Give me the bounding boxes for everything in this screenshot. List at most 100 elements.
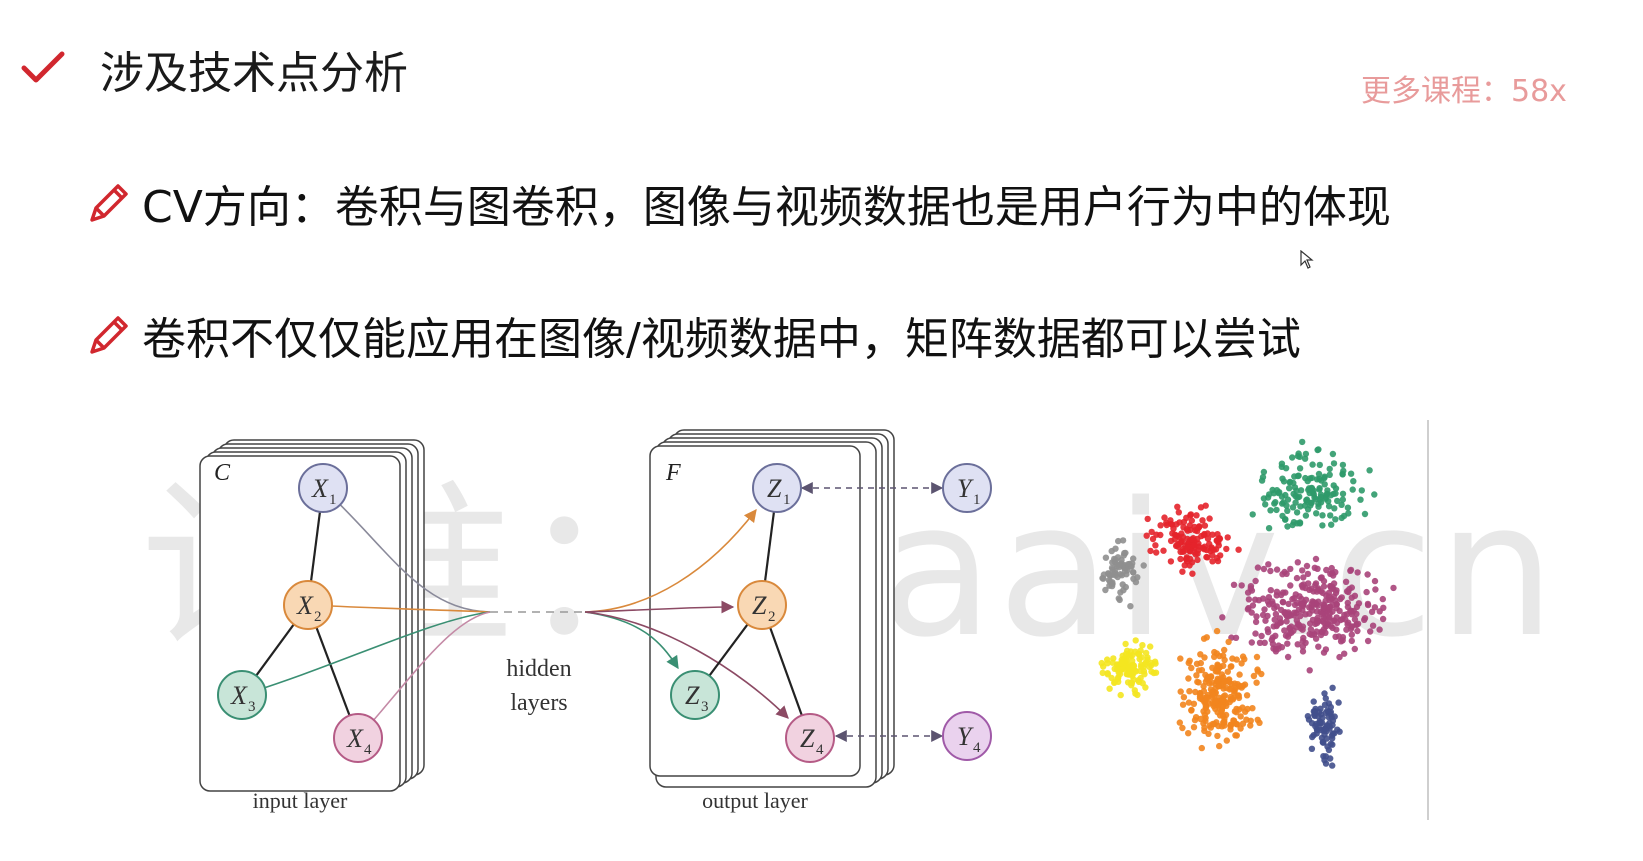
cluster-point: [1342, 578, 1350, 585]
cluster-point: [1317, 631, 1325, 639]
cluster-point: [1308, 600, 1315, 608]
cluster-point: [1287, 582, 1294, 589]
cluster-point: [1232, 634, 1240, 641]
cluster-point: [1214, 662, 1222, 669]
cluster-point: [1284, 640, 1291, 647]
cluster-point: [1304, 506, 1312, 513]
svg-text:1: 1: [973, 492, 981, 508]
cluster-point: [1192, 714, 1200, 721]
node-x2: X 2: [283, 580, 333, 630]
cluster-point: [1219, 614, 1226, 621]
cluster-point: [1128, 679, 1135, 686]
cluster-point: [1177, 655, 1184, 662]
cluster-point: [1147, 547, 1154, 555]
cluster-point: [1190, 700, 1198, 707]
hidden-label-line1: hidden: [506, 656, 571, 682]
cluster-point: [1319, 589, 1326, 597]
cluster-point: [1244, 705, 1251, 713]
node-y4: Y 4: [942, 711, 992, 761]
cluster-point: [1341, 650, 1348, 657]
cluster-point: [1218, 707, 1225, 715]
cluster-point: [1338, 594, 1345, 601]
node-x3: X 3: [217, 670, 267, 720]
cluster-point: [1128, 563, 1135, 570]
cluster-point: [1130, 569, 1137, 576]
cluster-point: [1294, 452, 1302, 460]
cluster-point: [1109, 571, 1117, 578]
cluster-point: [1288, 629, 1295, 636]
cluster-point: [1203, 546, 1210, 554]
cluster-point: [1186, 657, 1193, 664]
cluster-point: [1296, 519, 1304, 526]
cluster-point: [1187, 555, 1194, 563]
cluster-point: [1326, 471, 1333, 478]
cluster-point: [1316, 486, 1323, 493]
cluster-point: [1348, 631, 1355, 638]
gcn-diagram: C F hidden layers: [199, 429, 992, 813]
cluster-point: [1188, 517, 1195, 524]
cluster-point: [1207, 686, 1215, 693]
cluster-point: [1329, 624, 1336, 632]
cluster-point: [1168, 521, 1176, 528]
cluster-point: [1202, 697, 1209, 705]
cluster-point: [1098, 659, 1105, 667]
cluster-point: [1321, 731, 1328, 738]
cluster-point: [1190, 724, 1198, 731]
cluster-point: [1194, 678, 1201, 686]
svg-text:X: X: [230, 681, 248, 710]
cluster-point: [1201, 724, 1208, 731]
cluster-point: [1321, 481, 1328, 488]
cluster-point: [1119, 666, 1126, 673]
svg-text:4: 4: [816, 742, 824, 758]
cluster-point: [1371, 491, 1378, 498]
cluster-point: [1248, 609, 1255, 616]
cluster-point: [1322, 646, 1330, 653]
cluster-point: [1273, 506, 1280, 514]
cluster-point: [1281, 627, 1288, 634]
cluster-point: [1312, 635, 1320, 642]
svg-text:4: 4: [973, 740, 981, 756]
cluster-point: [1303, 562, 1311, 570]
cluster-point: [1284, 653, 1292, 661]
mouse-cursor-icon: [1300, 250, 1314, 269]
cluster-point: [1264, 612, 1271, 620]
cluster-point: [1108, 564, 1116, 572]
cluster-point: [1313, 628, 1320, 635]
cluster-point: [1181, 562, 1188, 569]
cluster-point: [1249, 511, 1256, 518]
cluster-point: [1169, 530, 1176, 537]
cluster-point: [1339, 470, 1346, 478]
cluster-point: [1344, 504, 1352, 511]
cluster-point: [1322, 695, 1329, 702]
cluster-point: [1293, 624, 1300, 631]
cluster-point: [1261, 606, 1268, 613]
cluster-point: [1289, 454, 1296, 461]
cluster-point: [1308, 585, 1315, 592]
cluster-point: [1205, 730, 1212, 737]
cluster-point: [1176, 719, 1183, 726]
cluster-point: [1249, 602, 1257, 609]
cluster-point: [1309, 607, 1316, 614]
cluster-point: [1117, 691, 1124, 699]
cluster-point: [1321, 474, 1328, 482]
cluster-point: [1308, 745, 1316, 752]
cluster-point: [1302, 512, 1310, 519]
cluster-point: [1104, 671, 1111, 678]
cluster-point: [1175, 509, 1182, 516]
output-stack-label: F: [665, 460, 681, 486]
hidden-label-line2: layers: [510, 690, 567, 716]
cluster-point: [1299, 438, 1306, 446]
cluster-point: [1347, 567, 1354, 574]
cluster-point: [1292, 499, 1299, 506]
cluster-point: [1309, 461, 1316, 468]
cluster-point: [1179, 548, 1186, 555]
cluster-point: [1284, 507, 1291, 514]
cluster-point: [1367, 628, 1374, 635]
cluster-point: [1291, 601, 1299, 609]
cluster-point: [1178, 530, 1185, 537]
cluster-point: [1167, 537, 1175, 545]
cluster-point: [1289, 504, 1297, 511]
cluster-point: [1185, 675, 1192, 682]
cluster-point: [1313, 617, 1321, 624]
cluster-point: [1336, 607, 1343, 615]
